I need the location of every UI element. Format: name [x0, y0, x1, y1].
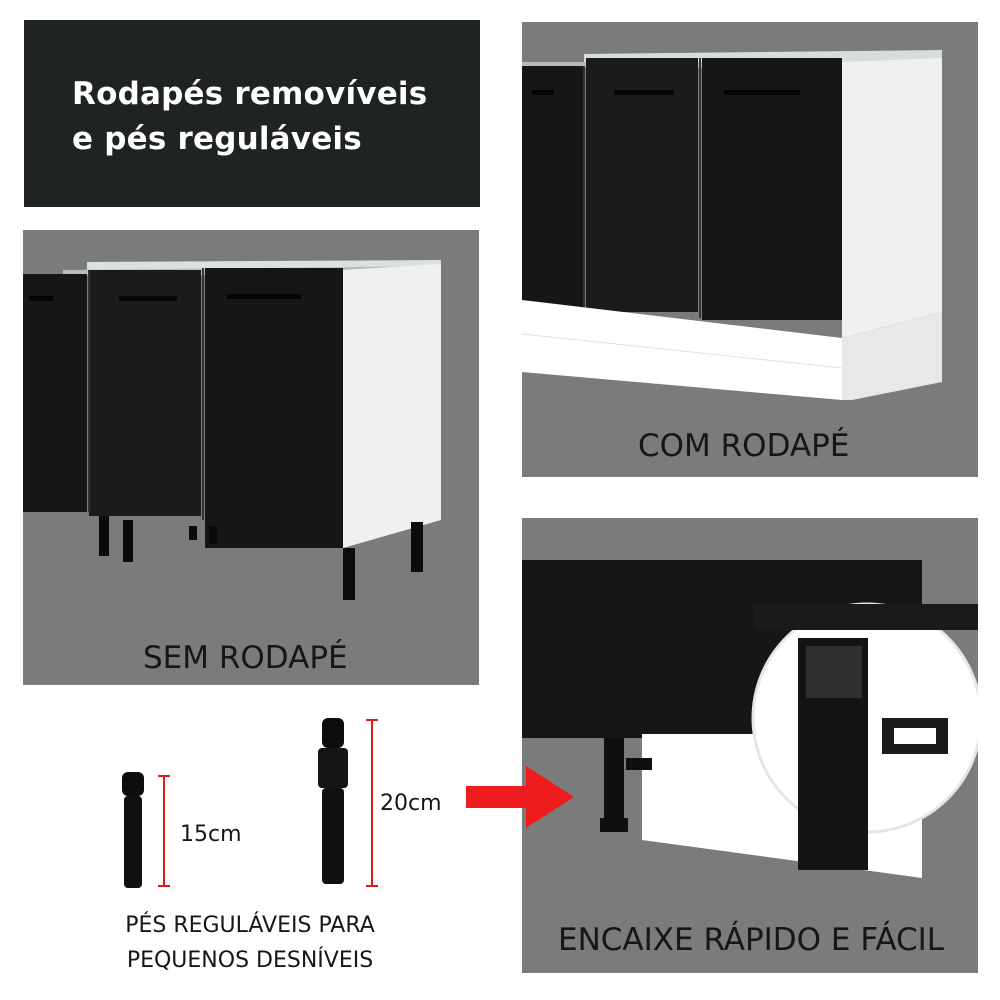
- red-arrow-icon: [466, 766, 574, 828]
- feet-description: PÉS REGULÁVEIS PARA PEQUENOS DESNÍVEIS: [100, 908, 400, 978]
- caption-without-skirting: SEM RODAPÉ: [143, 640, 348, 676]
- short-foot-image: [122, 772, 170, 888]
- tall-foot-image: [318, 718, 378, 887]
- short-foot-height-label: 15cm: [180, 822, 242, 847]
- quick-fit-image: [522, 560, 978, 878]
- title-banner: Rodapés removíveis e pés reguláveis: [24, 20, 480, 207]
- feet-description-line-2: PEQUENOS DESNÍVEIS: [126, 948, 374, 973]
- title-text: Rodapés removíveis e pés reguláveis: [72, 72, 427, 162]
- title-line-1: Rodapés removíveis: [72, 76, 428, 112]
- panel-without-skirting: SEM RODAPÉ: [23, 230, 479, 685]
- panel-with-skirting: COM RODAPÉ: [522, 22, 978, 477]
- panel-quick-fit: ENCAIXE RÁPIDO E FÁCIL: [522, 518, 978, 973]
- cabinet-with-skirting-image: [522, 50, 942, 400]
- tall-foot-height-label: 20cm: [380, 791, 442, 816]
- caption-with-skirting: COM RODAPÉ: [638, 428, 850, 464]
- title-line-2: e pés reguláveis: [72, 121, 362, 157]
- feet-description-line-1: PÉS REGULÁVEIS PARA: [125, 913, 375, 938]
- cabinet-without-skirting-image: [23, 260, 441, 600]
- caption-quick-fit: ENCAIXE RÁPIDO E FÁCIL: [558, 922, 945, 958]
